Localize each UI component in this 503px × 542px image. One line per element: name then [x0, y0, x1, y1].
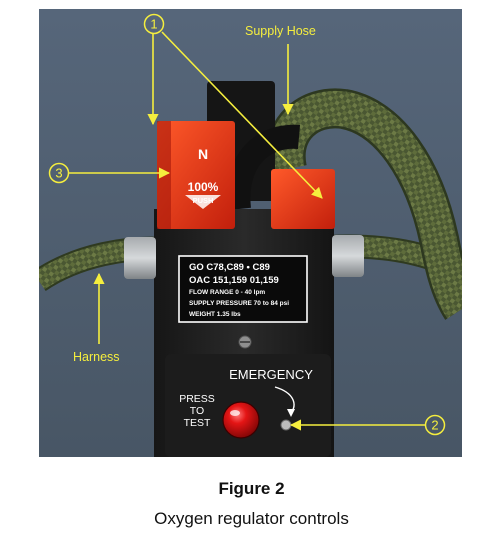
data-plate: GO C78,C89 • C89 OAC 151,159 01,159 FLOW…	[178, 255, 308, 323]
emergency-label: EMERGENCY	[229, 367, 313, 382]
plate-line-4: SUPPLY PRESSURE 70 to 84 psi	[189, 300, 289, 307]
emergency-toggle[interactable]	[280, 419, 292, 431]
callout-1: 1	[143, 13, 165, 35]
emergency-lever[interactable]	[271, 169, 335, 229]
oxygen-regulator-figure: N 100% PUSH GO C78,C89 • C89 OAC 151,159…	[39, 9, 462, 457]
leader-1-to-emergency	[161, 31, 323, 199]
lever-push: PUSH	[193, 196, 214, 205]
push-arrow-icon	[185, 195, 221, 209]
press-label: PRESS	[179, 393, 215, 405]
plate-line-3: FLOW RANGE 0 - 40 lpm	[189, 289, 265, 296]
plate-line-2: OAC 151,159 01,159	[189, 275, 279, 286]
inlet-tube	[226, 124, 301, 211]
test-label: TEST	[184, 417, 211, 429]
figure-title: Oxygen regulator controls	[154, 509, 349, 528]
press-to-test-button[interactable]	[222, 401, 260, 439]
diluter-lever[interactable]: N 100% PUSH	[157, 121, 235, 229]
harness-label: Harness	[73, 350, 120, 364]
supply-hose	[265, 88, 462, 320]
svg-text:3: 3	[55, 166, 62, 181]
svg-text:2: 2	[431, 418, 438, 433]
svg-text:1: 1	[150, 17, 157, 32]
screw-icon	[238, 335, 252, 349]
callout-3: 3	[48, 162, 70, 184]
plate-line-5: WEIGHT 1.35 lbs	[189, 311, 241, 318]
lever-letter: N	[198, 146, 208, 162]
plate-line-1: GO C78,C89 • C89	[189, 262, 270, 273]
leader-lines	[69, 31, 425, 431]
figure-number: Figure 2	[218, 479, 285, 498]
supply-hose-label: Supply Hose	[245, 24, 316, 38]
to-label: TO	[190, 405, 204, 417]
side-clamps	[124, 235, 364, 279]
lever-percent: 100%	[188, 180, 219, 194]
control-panel: EMERGENCY PRESS TO TEST	[165, 354, 331, 457]
callout-2: 2	[424, 414, 446, 436]
